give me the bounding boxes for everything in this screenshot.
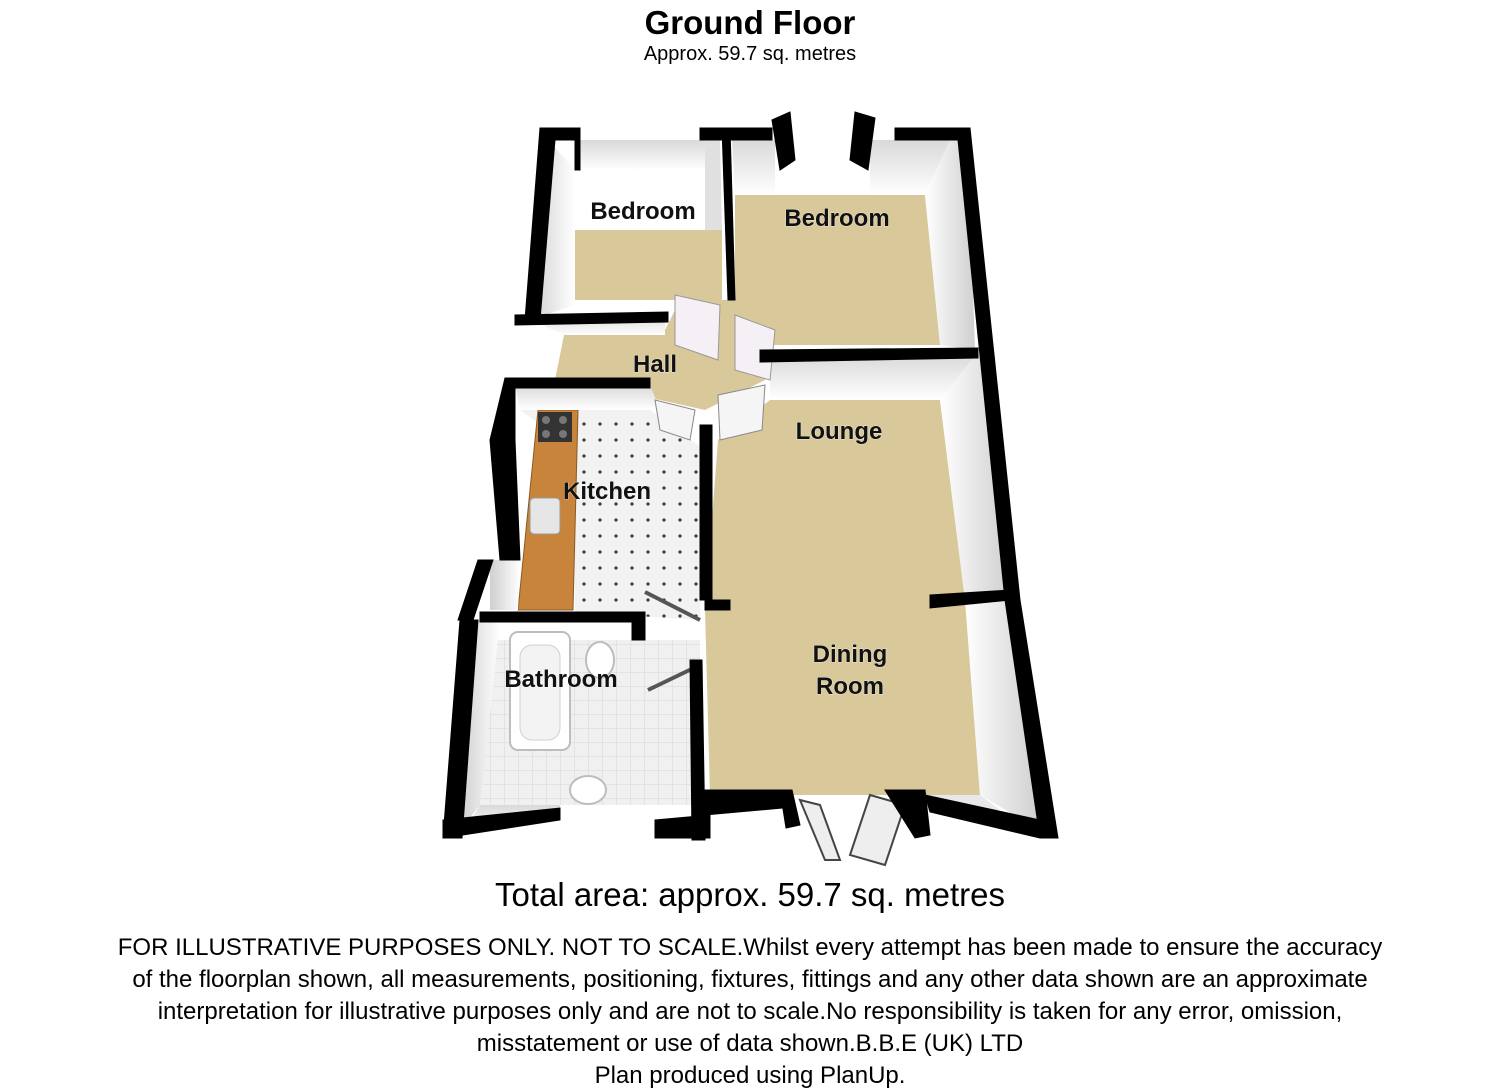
room-label-dining-line2: Room (816, 673, 884, 700)
room-label-bedroom-left: Bedroom (590, 198, 695, 225)
washbasin-icon (569, 775, 607, 805)
door-icon (654, 399, 696, 441)
door-icon (717, 384, 766, 441)
door-icon (734, 314, 776, 381)
room-label-bathroom: Bathroom (504, 666, 617, 693)
sink-icon (529, 497, 561, 535)
lounge-dining-floor (705, 400, 980, 795)
floorplan-3d: Bedroom Bedroom Hall Kitchen Lounge Dini… (442, 111, 1059, 867)
total-area: Total area: approx. 59.7 sq. metres (495, 876, 1005, 913)
bathroom-fittings (509, 631, 615, 805)
room-label-bedroom-right: Bedroom (784, 205, 889, 232)
room-label-hall: Hall (633, 351, 677, 378)
kitchen-fittings (517, 409, 579, 611)
floor-header: Ground Floor Approx. 59.7 sq. metres (0, 4, 1500, 66)
doors (644, 294, 907, 867)
disclaimer: FOR ILLUSTRATIVE PURPOSES ONLY. NOT TO S… (8, 932, 1492, 1092)
floor-area-subtitle: Approx. 59.7 sq. metres (643, 43, 857, 65)
bedroom-right-floor (735, 195, 940, 345)
floor-title: Ground Floor (644, 4, 856, 41)
disclaimer-line: of the floorplan shown, all measurements… (132, 966, 1368, 993)
disclaimer-line: Plan produced using PlanUp. (594, 1062, 906, 1089)
room-label-lounge: Lounge (796, 418, 883, 445)
room-labels: Bedroom Bedroom Hall Kitchen Lounge Dini… (504, 198, 890, 701)
room-label-kitchen: Kitchen (563, 478, 651, 505)
patio-door-icon (798, 798, 842, 861)
toilet-icon (585, 641, 615, 679)
bedroom-left-floor (575, 230, 722, 300)
walls (442, 111, 1059, 841)
door-icon (674, 294, 721, 361)
kitchen-floor (520, 410, 705, 620)
room-label-dining-line1: Dining (813, 641, 888, 668)
disclaimer-line: FOR ILLUSTRATIVE PURPOSES ONLY. NOT TO S… (117, 934, 1383, 961)
disclaimer-line: misstatement or use of data shown.B.B.E … (476, 1030, 1024, 1057)
hob-icon (538, 412, 572, 442)
disclaimer-line: interpretation for illustrative purposes… (157, 998, 1343, 1025)
